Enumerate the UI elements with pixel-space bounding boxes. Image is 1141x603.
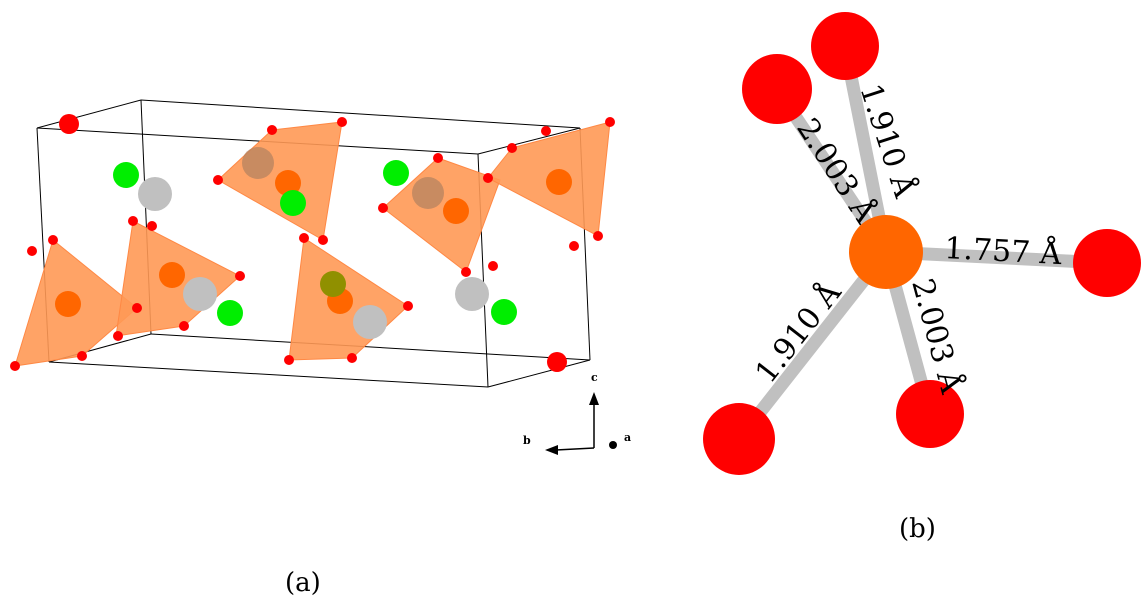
oxygen-lower-right [896,380,964,448]
axis-indicator: c b a [523,371,631,455]
green-atoms [113,160,517,326]
axis-c-label: c [591,371,598,384]
tetrahedra [14,121,611,367]
oxygen-atoms-corner [59,114,567,372]
oxygen-upper-near [742,54,812,124]
panel-b-coordination: 2.003 Å 1.910 Å 1.757 Å 1.910 Å 2.003 Å [703,12,1141,475]
oxygen-lower-left [703,403,775,475]
unit-cell-box [36,99,591,388]
oxygen-atoms-small [10,117,615,371]
bond-label-right: 1.757 Å [944,230,1063,272]
central-atoms [55,169,572,317]
gray-atoms [138,147,489,339]
oxygen-upper-far [811,12,879,80]
central-atom [849,215,923,289]
axis-b-label: b [523,434,531,447]
axis-a-label: a [624,431,631,444]
bond-lower-left [732,245,893,446]
caption-a: (a) [285,568,321,598]
panel-a-crystal-structure: c b a [10,99,631,455]
oxygen-right [1073,229,1141,297]
oxygen-atoms-b [703,12,1141,475]
caption-b: (b) [899,514,936,544]
